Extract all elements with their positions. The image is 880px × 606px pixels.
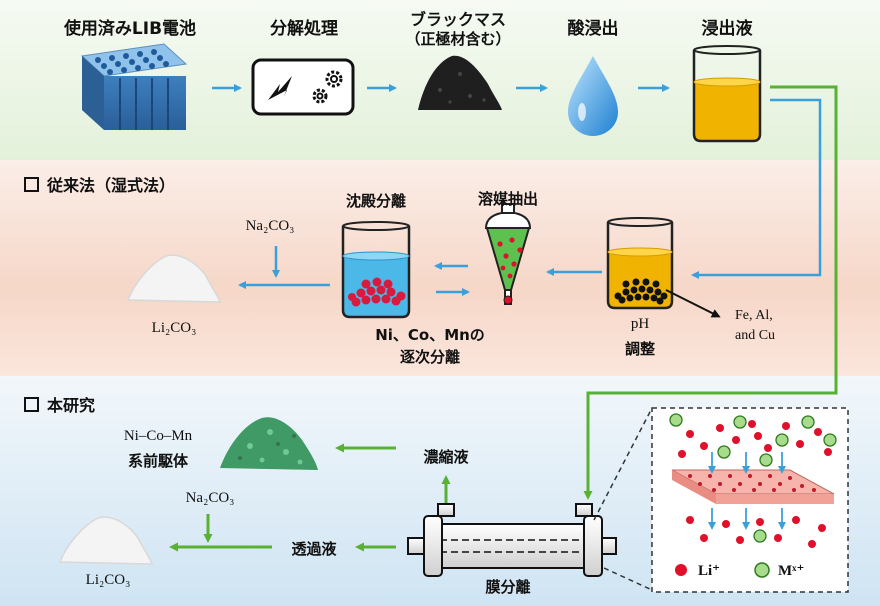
- section-square-icon: [24, 177, 39, 192]
- label-permeate: 透過液: [291, 540, 337, 558]
- label-impurities-1: Fe, Al,: [735, 308, 773, 323]
- label-sequential-1: Ni、Co、Mnの: [375, 326, 485, 344]
- li2co3-powder-study: [58, 516, 154, 565]
- droplet-icon: [568, 56, 618, 136]
- label-leachate: 浸出液: [701, 19, 753, 39]
- route-to-membrane: [583, 85, 838, 500]
- legend-li-marker: [675, 564, 687, 576]
- label-reagent-conventional: Na₂CO₃: [245, 218, 295, 234]
- label-impurities-2: and Cu: [735, 328, 776, 343]
- label-membrane: 膜分離: [485, 578, 531, 596]
- zoom-line-bottom: [603, 567, 653, 591]
- label-blackmass-1: ブラックマス: [409, 10, 507, 29]
- precursor-powder-icon: [220, 417, 318, 470]
- section-this-study-title: 本研究: [47, 396, 96, 415]
- battery-icon: [80, 43, 188, 130]
- label-concentrate: 濃縮液: [423, 448, 469, 466]
- label-reagent-study: Na₂CO₃: [185, 490, 235, 506]
- label-precursor-2: 系前駆体: [127, 452, 189, 470]
- label-acid-leach: 酸浸出: [567, 19, 619, 39]
- membrane-module-icon: [407, 503, 617, 577]
- legend-m-label: Mˣ⁺: [778, 563, 805, 579]
- label-ph-1: pH: [630, 316, 650, 332]
- label-blackmass-2: （正極材含む）: [405, 30, 511, 48]
- label-product-study: Li₂CO₃: [85, 572, 131, 588]
- label-product-conventional: Li₂CO₃: [151, 320, 197, 336]
- droplet-highlight: [578, 103, 586, 121]
- separatory-funnel-icon: [484, 203, 532, 305]
- label-precursor-1: Ni–Co–Mn: [123, 428, 193, 444]
- ph-beaker-icon: [606, 217, 674, 310]
- label-ph-2: 調整: [624, 340, 656, 358]
- section-conventional: 従来法（湿式法）: [24, 172, 175, 196]
- arrow-impurities: [665, 289, 721, 318]
- zoom-line-top: [593, 407, 653, 521]
- label-precipitation: 沈殿分離: [345, 192, 407, 210]
- li2co3-powder-conventional: [126, 254, 222, 303]
- label-dismantle: 分解処理: [270, 19, 338, 39]
- label-solvent-extraction: 溶媒抽出: [477, 190, 539, 208]
- precipitation-beaker-icon: [341, 221, 411, 319]
- legend-m-marker: [754, 562, 770, 578]
- legend-li-label: Li⁺: [698, 563, 721, 579]
- label-battery: 使用済みLIB電池: [63, 19, 197, 39]
- dismantle-icon: [251, 58, 355, 116]
- route-to-conventional: [691, 98, 822, 279]
- label-sequential-2: 逐次分離: [399, 348, 461, 366]
- gear-icon: [312, 70, 343, 104]
- black-mass-icon: [418, 55, 502, 110]
- black-mass-texture: [438, 72, 486, 104]
- section-this-study: 本研究: [24, 392, 95, 416]
- leachate-beaker-icon: [692, 45, 762, 143]
- section-conventional-title: 従来法（湿式法）: [47, 176, 176, 195]
- membrane-zoom-inset: [651, 407, 849, 593]
- section-square-icon-2: [24, 397, 39, 412]
